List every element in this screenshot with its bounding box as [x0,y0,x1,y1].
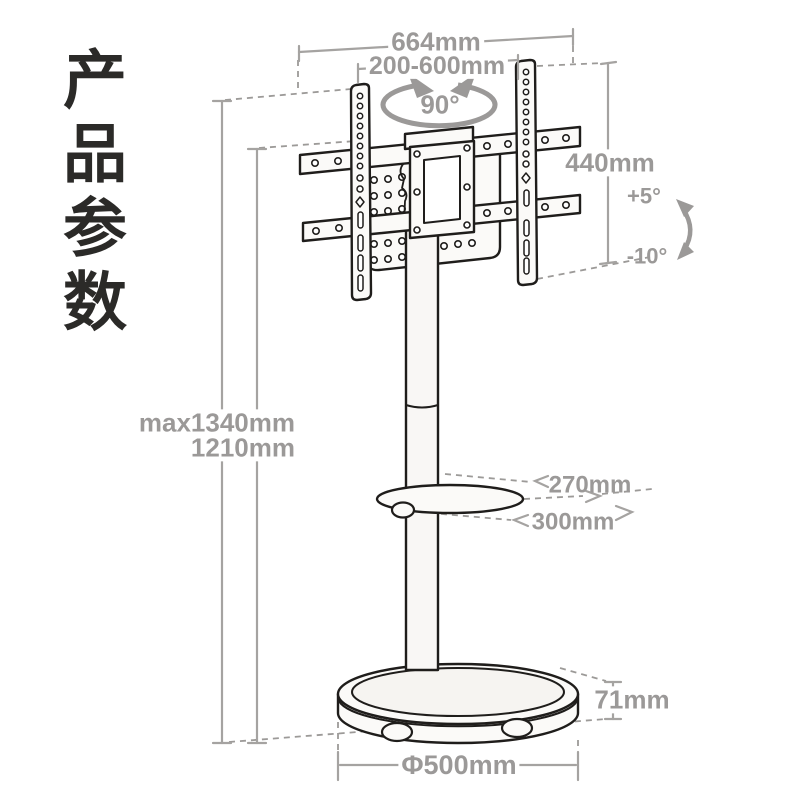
caster-right [500,717,534,739]
dim-height-max: max1340mm [135,409,298,437]
stand-drawing [298,58,582,745]
tilt-arrow-icon [676,199,694,260]
caster-left [380,721,414,743]
mount-head [403,125,476,240]
vesa-rail-right [514,58,539,287]
dim-height-alt: 1210mm [187,434,298,462]
dim-vesa-range: 200-600mm [365,53,509,79]
dim-bracket-height: 440mm [562,149,658,177]
shelf [375,483,525,519]
dim-tilt-up: +5° [627,183,661,209]
dim-tilt-down: -10° [626,243,668,269]
dim-base-thickness: 71mm [591,686,673,714]
dim-shelf-width: 300mm [531,508,615,536]
shelf-clip [390,501,416,519]
dim-shelf-depth: 270mm [548,471,632,499]
pole-joint [405,404,439,409]
base-disc [336,662,580,745]
dim-swivel: 90° [420,89,460,120]
page-title: 产品参数 [54,46,126,342]
pole [404,228,440,672]
vesa-rail-left [349,82,373,302]
swivel-rotation-icon [380,73,498,129]
dim-top-width: 664mm [388,28,484,56]
dim-base-diameter: Φ500mm [398,750,520,779]
